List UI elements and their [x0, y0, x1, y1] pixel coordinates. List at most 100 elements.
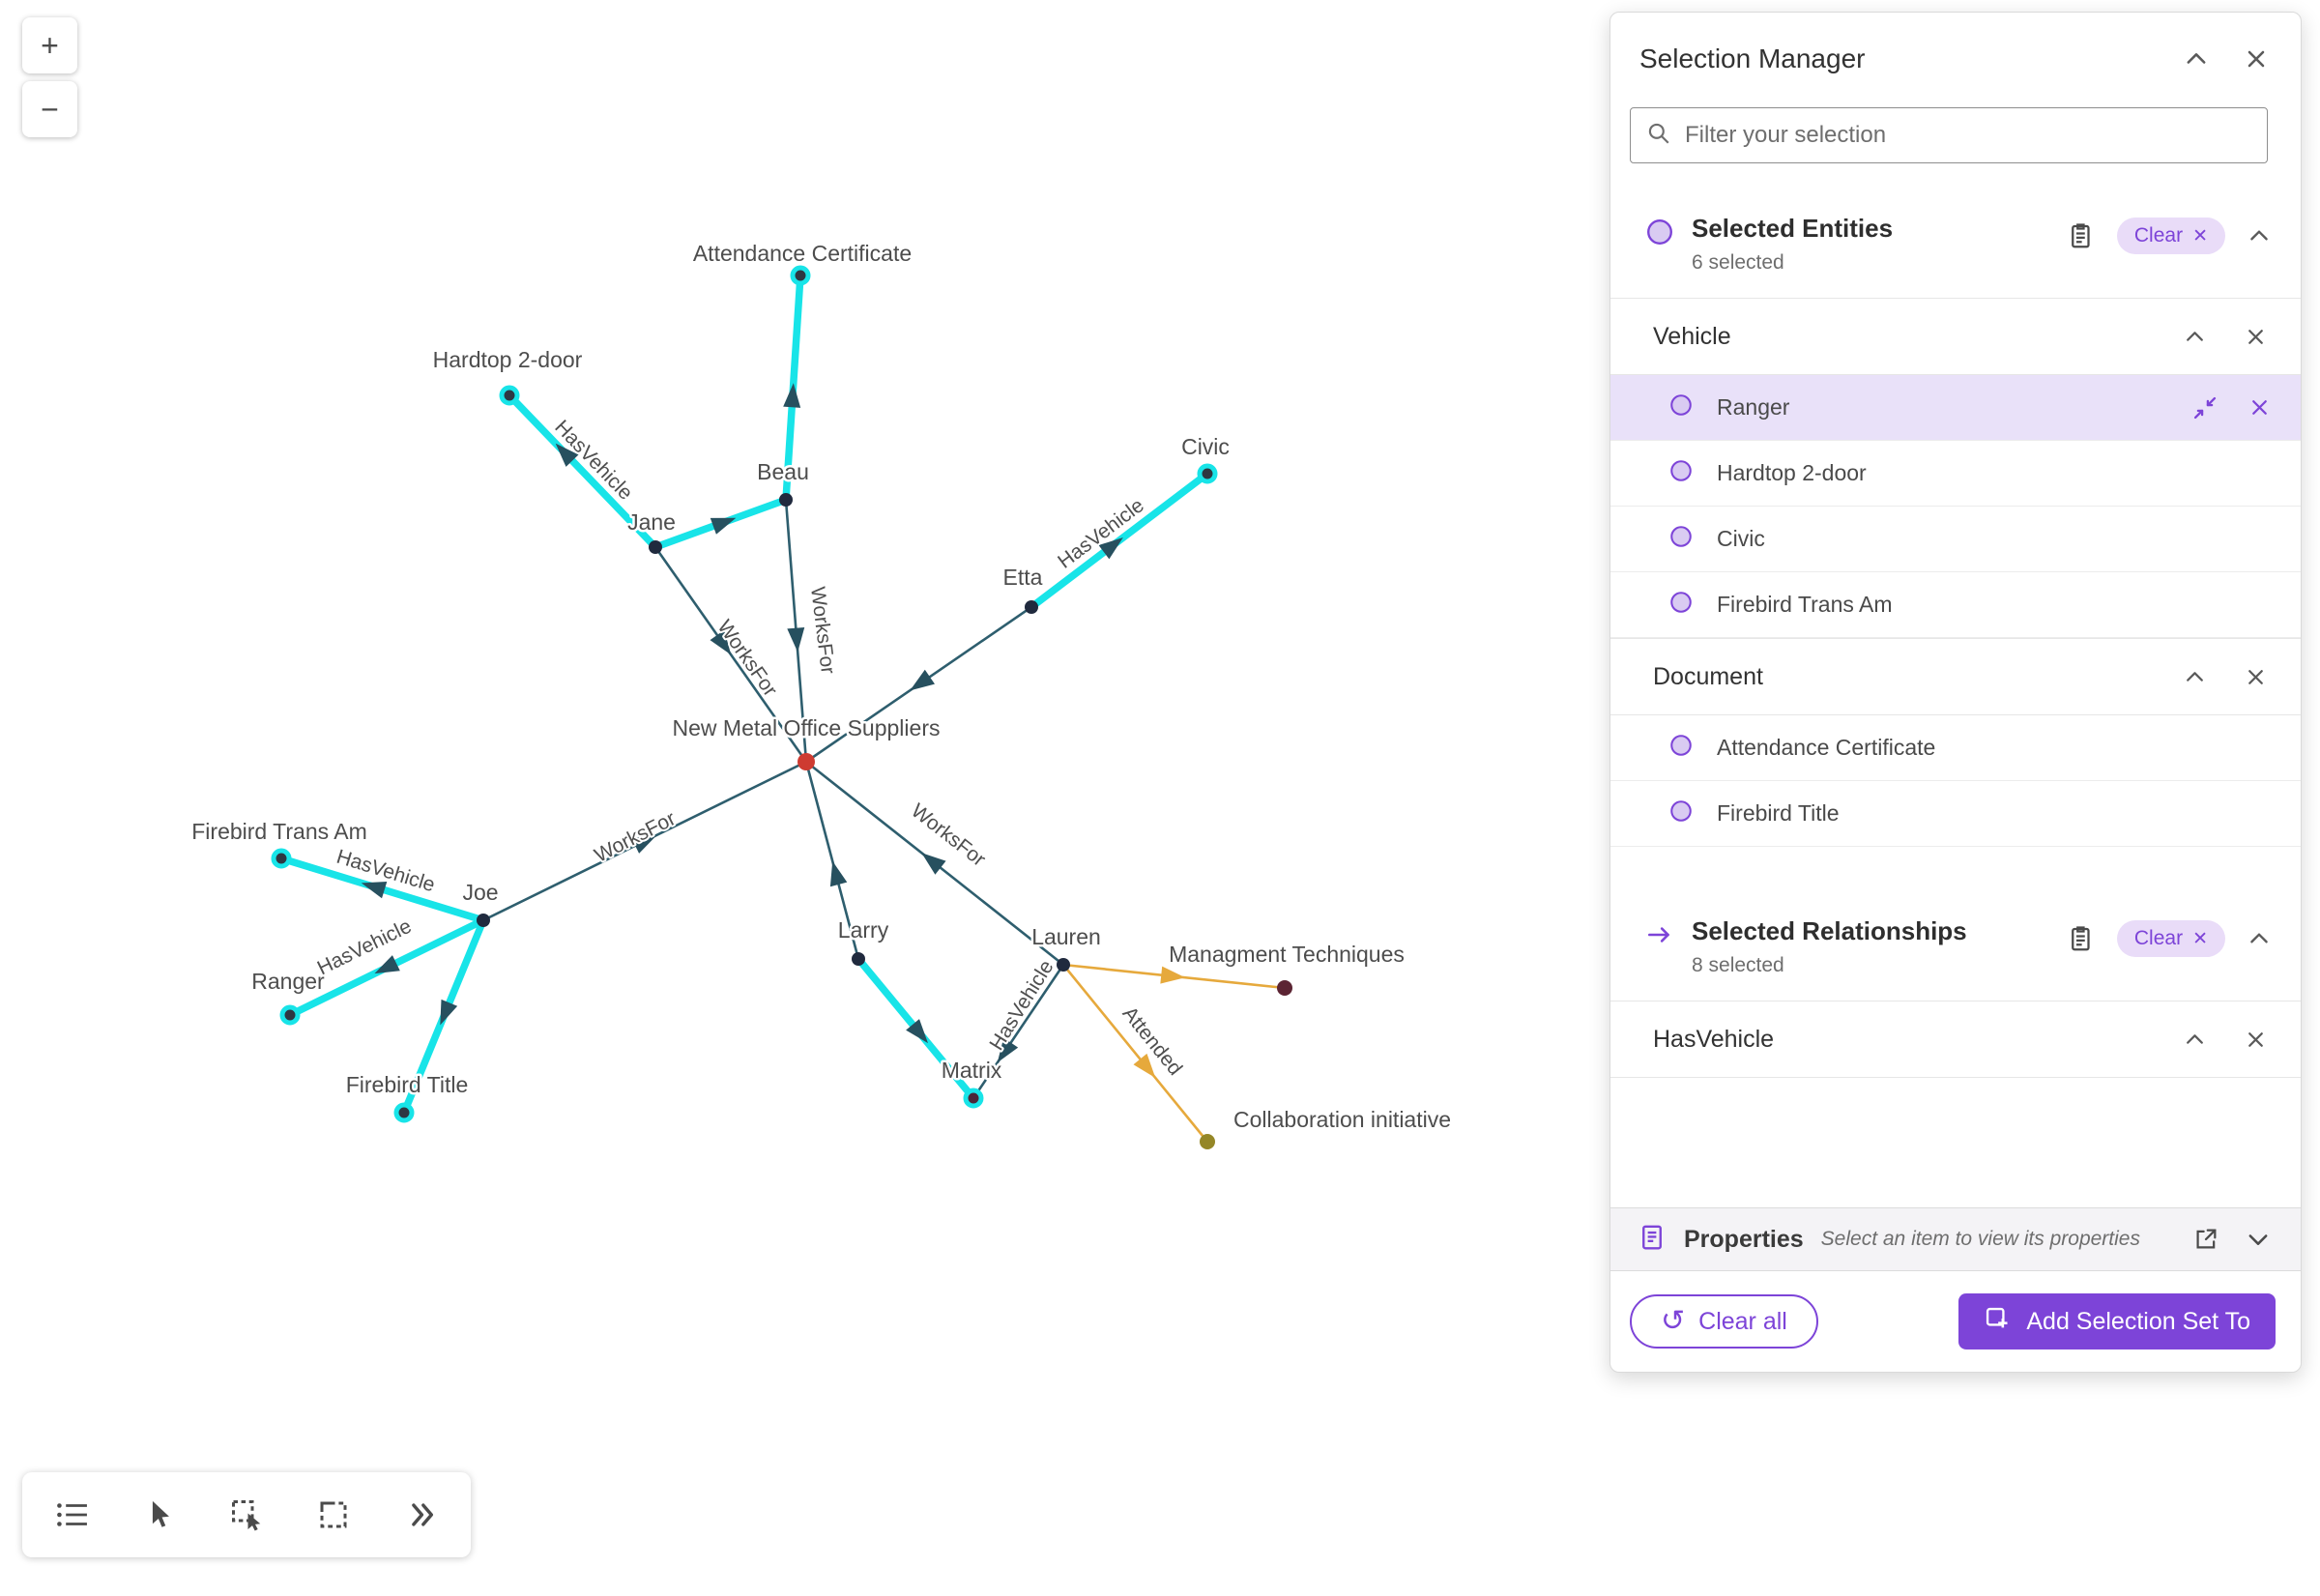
node-label-etta: Etta	[1003, 565, 1043, 590]
node-label-firebird-title: Firebird Title	[346, 1072, 469, 1097]
selection-row[interactable]: Ranger	[1610, 375, 2301, 441]
pointer-icon[interactable]	[138, 1494, 181, 1536]
selection-row[interactable]: Civic	[1610, 507, 2301, 572]
group-title: Vehicle	[1653, 322, 1731, 350]
group-close-button[interactable]	[2240, 321, 2272, 353]
panel-footer: ↺ Clear all Add Selection Set To	[1610, 1271, 2301, 1372]
edge-arrow-icon	[710, 629, 732, 655]
node-label-civic: Civic	[1181, 434, 1230, 459]
node-firebird-title[interactable]	[393, 1102, 415, 1123]
relationships-copy-selection-icon[interactable]	[2063, 920, 2100, 957]
node-mgmt-tech[interactable]	[1277, 980, 1292, 996]
entities-clear-x-icon: ✕	[2192, 225, 2208, 247]
node-label-collab-init: Collaboration initiative	[1233, 1107, 1451, 1132]
selection-row[interactable]: Firebird Trans Am	[1610, 572, 2301, 638]
entities-count: 6 selected	[1692, 251, 1784, 274]
group-header: Document	[1610, 638, 2301, 715]
group-collapse-button[interactable]	[2179, 661, 2211, 693]
node-company[interactable]	[798, 753, 815, 770]
group-collapse-button[interactable]	[2179, 1024, 2211, 1056]
edge-label: HasVehicle	[314, 915, 416, 980]
selection-row[interactable]: Firebird Title	[1610, 781, 2301, 847]
relationships-clear-x-icon: ✕	[2192, 928, 2208, 949]
selection-group: Vehicle Ranger	[1610, 298, 2301, 638]
node-jane[interactable]	[649, 540, 662, 554]
selection-manager-panel: Selection Manager Selected	[1610, 12, 2302, 1373]
entities-collapse-button[interactable]	[2243, 219, 2276, 252]
selection-row[interactable]: Attendance Certificate	[1610, 715, 2301, 781]
edge-arrow-icon	[631, 834, 657, 854]
properties-bar[interactable]: Properties Select an item to view its pr…	[1610, 1207, 2301, 1271]
group-title: HasVehicle	[1653, 1025, 1775, 1053]
node-ranger[interactable]	[279, 1004, 301, 1026]
edge-arrow-icon	[374, 955, 400, 974]
entities-copy-selection-icon[interactable]	[2063, 218, 2100, 254]
relationship-arrow-icon	[1645, 920, 1674, 954]
zoom-to-selection-icon[interactable]	[2188, 391, 2222, 425]
edge-arrow-icon	[1098, 537, 1123, 560]
select-features-icon[interactable]	[225, 1494, 268, 1536]
add-selection-set-button[interactable]: Add Selection Set To	[1958, 1293, 2276, 1349]
node-attendance-certificate[interactable]	[790, 265, 811, 286]
edge-larry-company[interactable]	[804, 760, 860, 961]
node-matrix[interactable]	[963, 1088, 984, 1109]
node-label-lauren: Lauren	[1031, 924, 1101, 949]
edge-arrow-icon	[783, 383, 801, 408]
node-label-larry: Larry	[838, 917, 889, 943]
node-collab-init[interactable]	[1200, 1134, 1215, 1149]
zoom-controls: + −	[22, 17, 77, 137]
group-collapse-button[interactable]	[2179, 321, 2211, 353]
add-selection-set-label: Add Selection Set To	[2026, 1307, 2250, 1335]
edge-jane-hardtop[interactable]	[506, 392, 659, 551]
edge-label: WorksFor	[713, 616, 782, 700]
node-lauren[interactable]	[1057, 958, 1070, 972]
entity-circle-icon	[1668, 392, 1694, 422]
relationships-collapse-button[interactable]	[2243, 922, 2276, 955]
node-larry[interactable]	[852, 952, 865, 966]
node-label-hardtop: Hardtop 2-door	[433, 347, 583, 372]
panel-close-button[interactable]	[2239, 42, 2274, 76]
selection-row[interactable]: Hardtop 2-door	[1610, 441, 2301, 507]
node-label-beau: Beau	[757, 459, 809, 484]
selection-group: Document Attendance Certificate Firebird…	[1610, 638, 2301, 847]
node-beau[interactable]	[779, 493, 793, 507]
search-icon	[1646, 121, 1671, 151]
clear-all-label: Clear all	[1698, 1307, 1787, 1335]
edge-arrow-icon	[1160, 966, 1186, 984]
node-etta[interactable]	[1025, 600, 1038, 614]
edge-arrow-icon	[910, 669, 935, 691]
legend-list-icon[interactable]	[51, 1494, 94, 1536]
edge-lauren-collab-init[interactable]	[1061, 963, 1209, 1144]
group-close-button[interactable]	[2240, 1024, 2272, 1056]
clear-all-button[interactable]: ↺ Clear all	[1630, 1294, 1818, 1349]
node-label-ranger: Ranger	[251, 969, 325, 994]
group-header: HasVehicle	[1610, 1001, 2301, 1078]
map-toolbar	[22, 1472, 471, 1557]
open-in-new-icon[interactable]	[2189, 1222, 2223, 1257]
edge-arrow-icon	[361, 882, 388, 899]
marquee-select-icon[interactable]	[312, 1494, 355, 1536]
edge-lauren-matrix[interactable]	[972, 963, 1065, 1100]
node-joe[interactable]	[477, 914, 490, 927]
node-label-company: New Metal Office Suppliers	[673, 715, 941, 740]
node-label-jane: Jane	[627, 509, 676, 535]
node-label-matrix: Matrix	[942, 1058, 1002, 1083]
remove-from-selection-icon[interactable]	[2244, 392, 2276, 423]
more-tools-icon[interactable]	[399, 1494, 442, 1536]
group-close-button[interactable]	[2240, 661, 2272, 693]
node-civic[interactable]	[1197, 463, 1218, 484]
filter-input[interactable]	[1685, 122, 2251, 149]
node-label-attendance-certificate: Attendance Certificate	[693, 241, 912, 266]
properties-title: Properties	[1684, 1225, 1804, 1253]
node-firebird-trans-am[interactable]	[271, 848, 292, 869]
entities-clear-button[interactable]: Clear ✕	[2116, 218, 2225, 254]
zoom-in-button[interactable]: +	[22, 17, 77, 73]
relationships-clear-button[interactable]: Clear ✕	[2116, 920, 2225, 957]
entity-circle-icon	[1668, 590, 1694, 620]
panel-collapse-button[interactable]	[2179, 42, 2214, 76]
node-hardtop[interactable]	[499, 385, 520, 406]
properties-expand-icon[interactable]	[2241, 1222, 2276, 1257]
zoom-out-button[interactable]: −	[22, 81, 77, 137]
entity-circle-icon	[1668, 524, 1694, 554]
